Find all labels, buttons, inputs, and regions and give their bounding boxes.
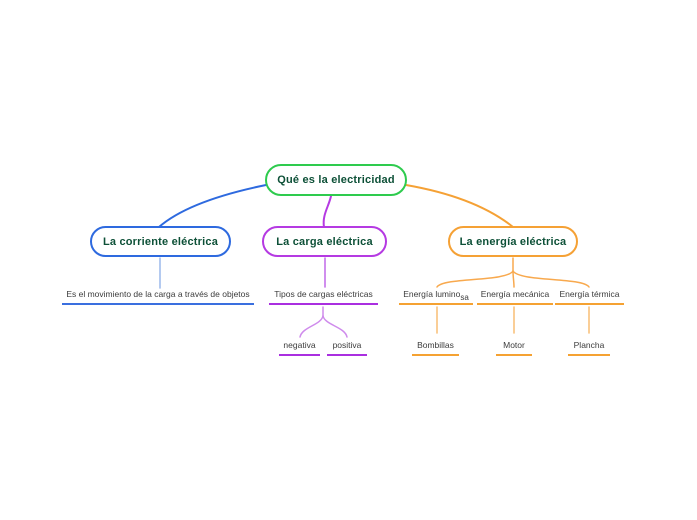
topic-bombillas-label: Bombillas (417, 340, 454, 350)
topic-plancha-label: Plancha (573, 340, 605, 350)
node-energia-label: La energía eléctrica (459, 235, 567, 248)
root-node-que-es-la-electricidad[interactable]: Qué es la electricidad (265, 164, 407, 196)
topic-tipos-label: Tipos de cargas eléctricas (274, 289, 373, 299)
connector-energia-mecanica (512, 270, 515, 288)
topic-positiva[interactable]: positiva (327, 340, 367, 356)
connector-tipos-negativa (299, 315, 324, 338)
topic-motor-label: Motor (503, 340, 525, 350)
topic-motor[interactable]: Motor (496, 340, 532, 356)
connector-tipos-positiva (322, 315, 348, 338)
topic-energia-mecanica[interactable]: Energía mecánica (477, 289, 553, 305)
topic-positiva-label: positiva (332, 340, 362, 350)
connector-root-carga (322, 195, 332, 228)
topic-mecanica-label: Energía mecánica (480, 289, 550, 299)
topic-termica-label: Energía térmica (559, 289, 620, 299)
topic-luminosa-label-suffix: sa (460, 293, 469, 302)
root-node-label: Qué es la electricidad (277, 174, 395, 186)
topic-energia-termica[interactable]: Energía térmica (555, 289, 624, 305)
topic-luminosa-label-main: Energía lumino (403, 289, 461, 299)
connector-root-corriente (158, 184, 267, 228)
connector-energia-termica (512, 270, 590, 288)
topic-negativa[interactable]: negativa (279, 340, 320, 356)
topic-movimiento-label: Es el movimiento de la carga a través de… (66, 289, 250, 299)
topic-energia-luminosa[interactable]: Energía luminosa (399, 289, 473, 305)
node-energia-electrica[interactable]: La energía eléctrica (448, 226, 578, 257)
connector-root-energia (405, 184, 514, 228)
topic-tipos-cargas[interactable]: Tipos de cargas eléctricas (269, 289, 378, 305)
topic-movimiento-carga[interactable]: Es el movimiento de la carga a través de… (62, 289, 254, 305)
node-corriente-electrica[interactable]: La corriente eléctrica (90, 226, 231, 257)
topic-negativa-label: negativa (283, 340, 316, 350)
topic-plancha[interactable]: Plancha (568, 340, 610, 356)
node-carga-label: La carga eléctrica (276, 235, 373, 248)
node-corriente-label: La corriente eléctrica (102, 235, 219, 248)
topic-bombillas[interactable]: Bombillas (412, 340, 459, 356)
node-carga-electrica[interactable]: La carga eléctrica (262, 226, 387, 257)
connector-energia-luminosa (436, 270, 514, 288)
